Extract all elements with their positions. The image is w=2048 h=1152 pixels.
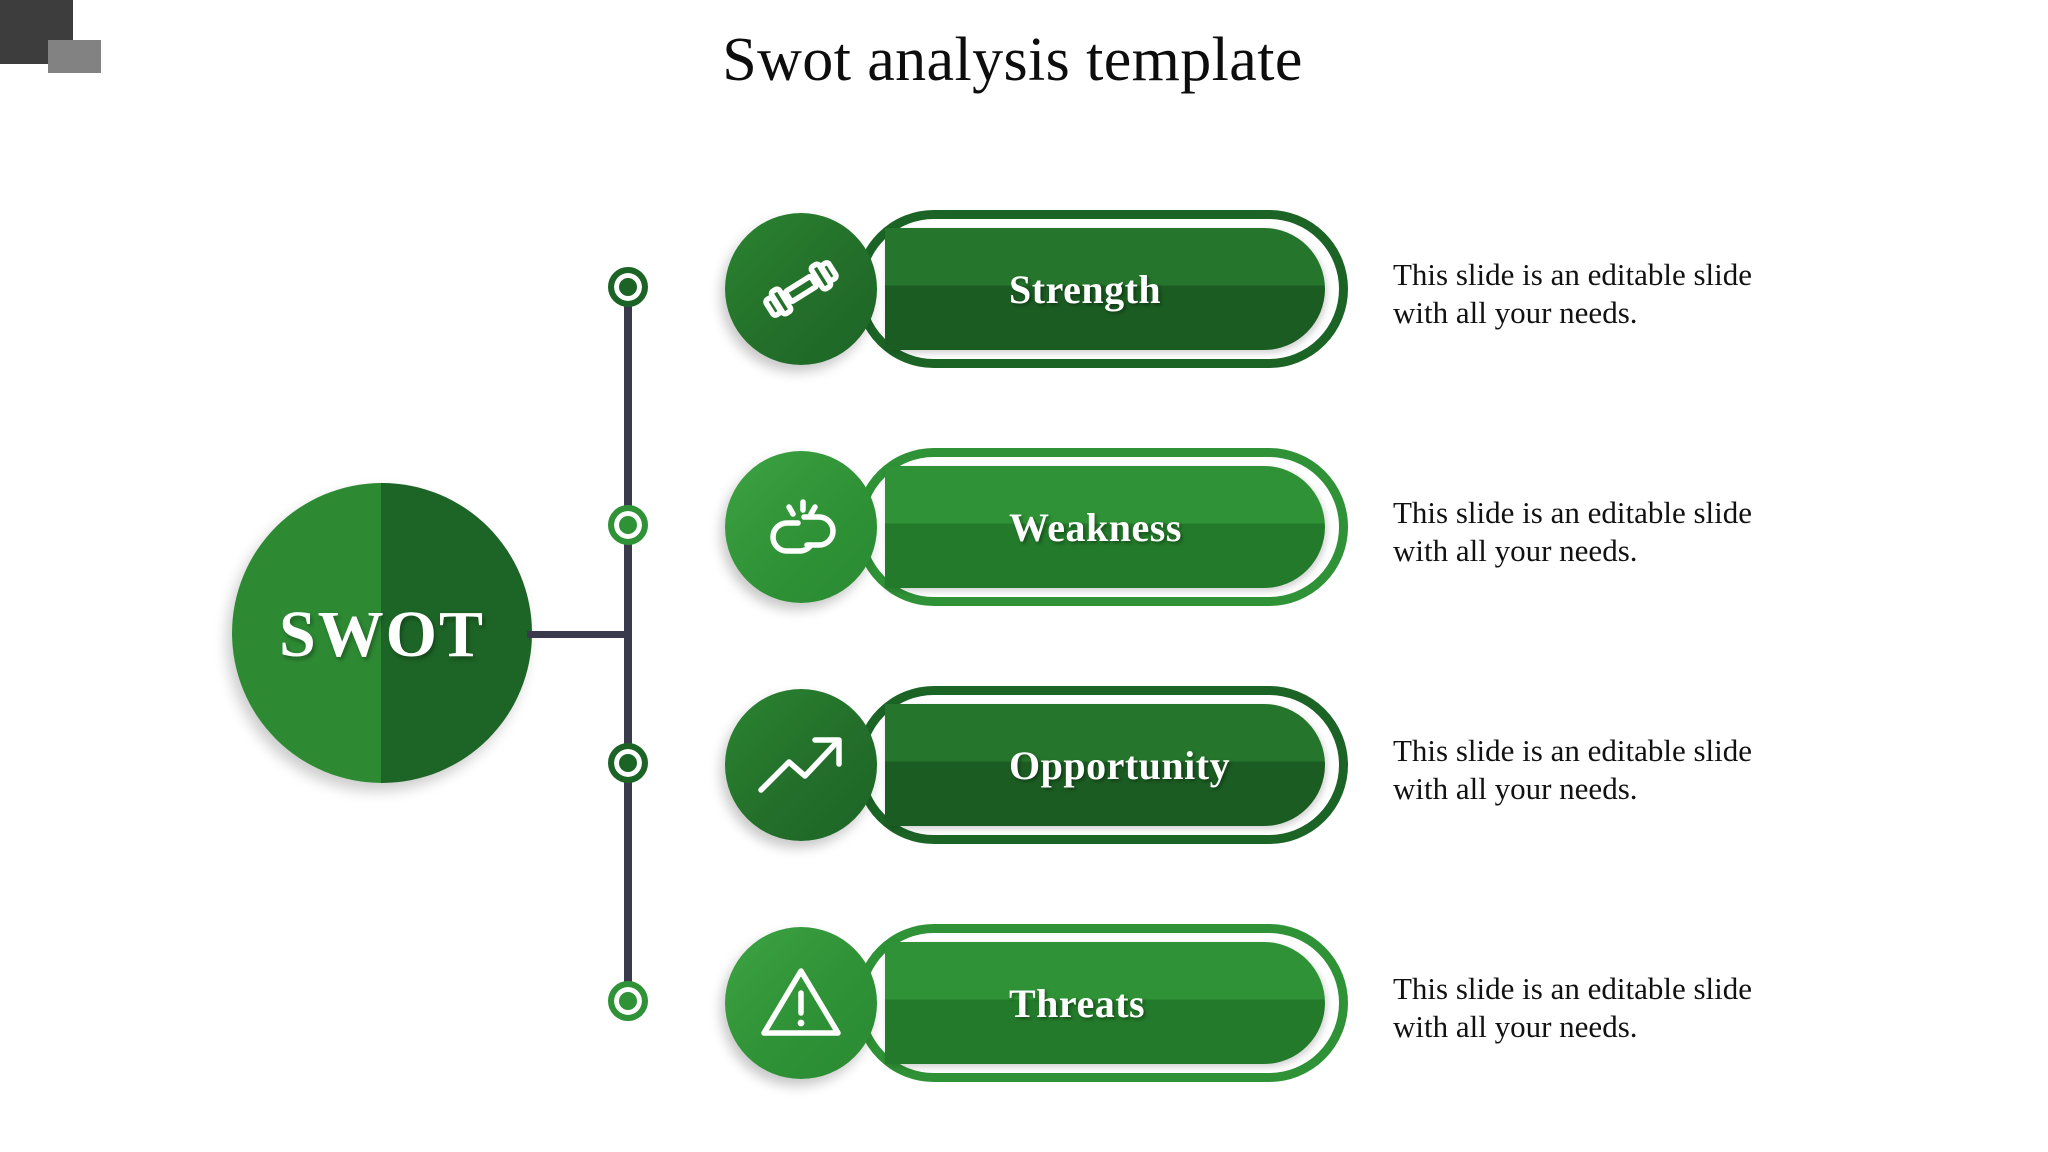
pill-fill-threats[interactable]: Threats: [885, 942, 1325, 1064]
pill-fill-weakness[interactable]: Weakness: [885, 466, 1325, 588]
connector-horizontal: [527, 631, 631, 638]
pill-fill-opportunity[interactable]: Opportunity: [885, 704, 1325, 826]
icon-circle-weakness[interactable]: [725, 451, 877, 603]
timeline-node-threats[interactable]: [608, 981, 648, 1021]
body-text-threats: This slide is an editable slide with all…: [1393, 971, 1753, 1044]
trending-up-arrow-icon: [758, 737, 842, 793]
swot-center-circle: SWOT: [232, 483, 532, 783]
pill-label-opportunity: Opportunity: [1009, 742, 1231, 788]
pill-fill-strength[interactable]: Strength: [885, 228, 1325, 350]
timeline-node-opportunity[interactable]: [608, 743, 648, 783]
body-text-strength: This slide is an editable slide with all…: [1393, 257, 1753, 330]
page-title: Swot analysis template: [0, 26, 2048, 94]
connector-vertical: [624, 287, 632, 1010]
pill-label-weakness: Weakness: [1009, 504, 1182, 550]
body-text-weakness: This slide is an editable slide with all…: [1393, 495, 1753, 568]
body-text-opportunity: This slide is an editable slide with all…: [1393, 733, 1753, 806]
corner-decoration-gray-square: [48, 40, 101, 73]
page-title-text: Swot analysis template: [722, 26, 1303, 94]
icon-circle-opportunity[interactable]: [725, 689, 877, 841]
timeline-node-weakness[interactable]: [608, 505, 648, 545]
pill-label-strength: Strength: [1009, 266, 1162, 312]
broken-chain-link-icon: [770, 499, 836, 554]
timeline-node-strength[interactable]: [608, 267, 648, 307]
dumbbell-icon: [763, 260, 839, 318]
swot-center-label: SWOT: [278, 598, 486, 671]
warning-triangle-icon: [761, 968, 841, 1036]
pill-label-threats: Threats: [1009, 980, 1146, 1026]
icon-circle-strength[interactable]: [725, 213, 877, 365]
icon-circle-threats[interactable]: [725, 927, 877, 1079]
